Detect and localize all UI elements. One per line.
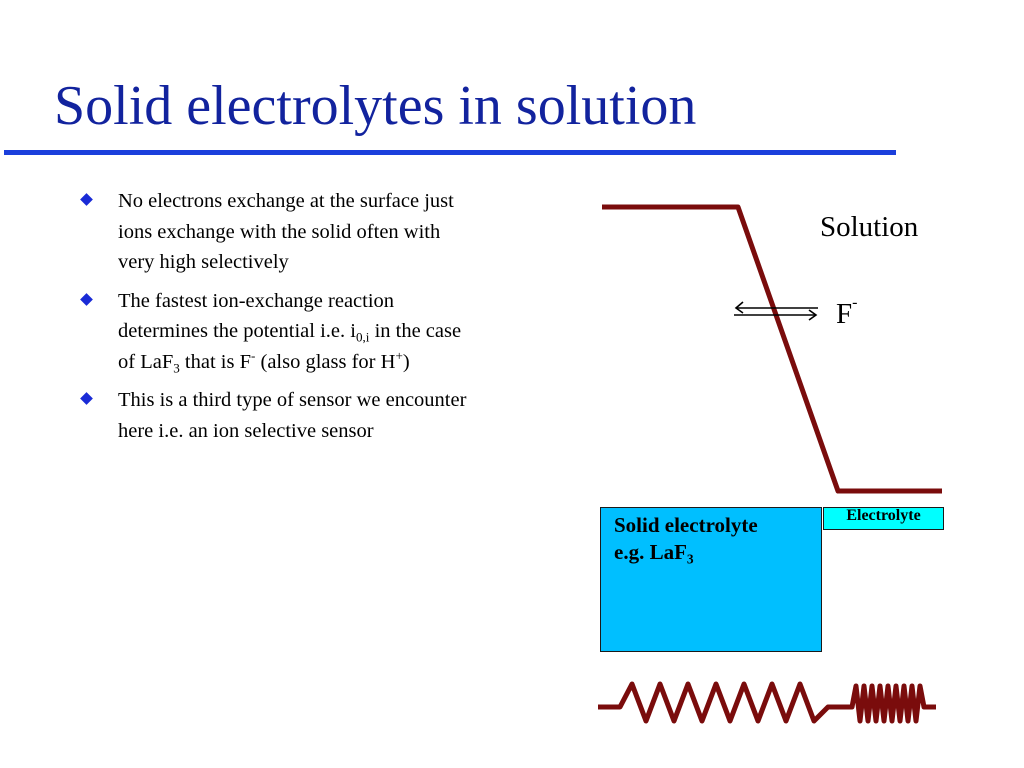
bullet-text-2d: (also glass for H: [255, 350, 396, 373]
bullet-text-2b: in the case of LaF: [118, 320, 462, 373]
bullet-text-1: No electrons exchange at the surface jus…: [118, 190, 454, 273]
superscript-minus: -: [251, 347, 256, 363]
fluoride-ion-label: F-: [836, 295, 857, 330]
solid-electrolyte-box: Solid electrolyte e.g. LaF3: [600, 507, 822, 652]
bullet-text-2c: that is F: [179, 350, 251, 373]
ion-charge: -: [852, 294, 858, 312]
bullet-item-2: The fastest ion-exchange reaction determ…: [80, 286, 480, 378]
subscript-0i: 0,i: [355, 329, 370, 345]
solution-label: Solution: [820, 211, 919, 243]
bullet-text-2a: The fastest ion-exchange reaction determ…: [118, 289, 395, 343]
solid-electrolyte-example: e.g. LaF3: [614, 539, 821, 566]
superscript-plus: +: [395, 347, 403, 363]
exchange-arrows-icon: [734, 301, 818, 321]
bullet-item-3: This is a third type of sensor we encoun…: [80, 385, 480, 446]
bullet-list: No electrons exchange at the surface jus…: [80, 186, 480, 454]
subscript-3: 3: [173, 360, 180, 376]
resistor-zigzag-icon: [598, 681, 936, 724]
slide-title: Solid electrolytes in solution: [54, 75, 697, 137]
title-underline: [4, 150, 896, 155]
example-subscript: 3: [686, 551, 694, 567]
solid-electrolyte-label: Solid electrolyte: [614, 513, 758, 537]
example-text: e.g. LaF: [614, 540, 687, 564]
bullet-text-3: This is a third type of sensor we encoun…: [118, 389, 467, 442]
electrolyte-box: Electrolyte: [823, 507, 944, 530]
potential-curve: [602, 204, 942, 494]
bullet-text-2e: ): [402, 350, 410, 373]
bullet-item-1: No electrons exchange at the surface jus…: [80, 186, 480, 278]
ion-symbol: F: [836, 298, 853, 330]
